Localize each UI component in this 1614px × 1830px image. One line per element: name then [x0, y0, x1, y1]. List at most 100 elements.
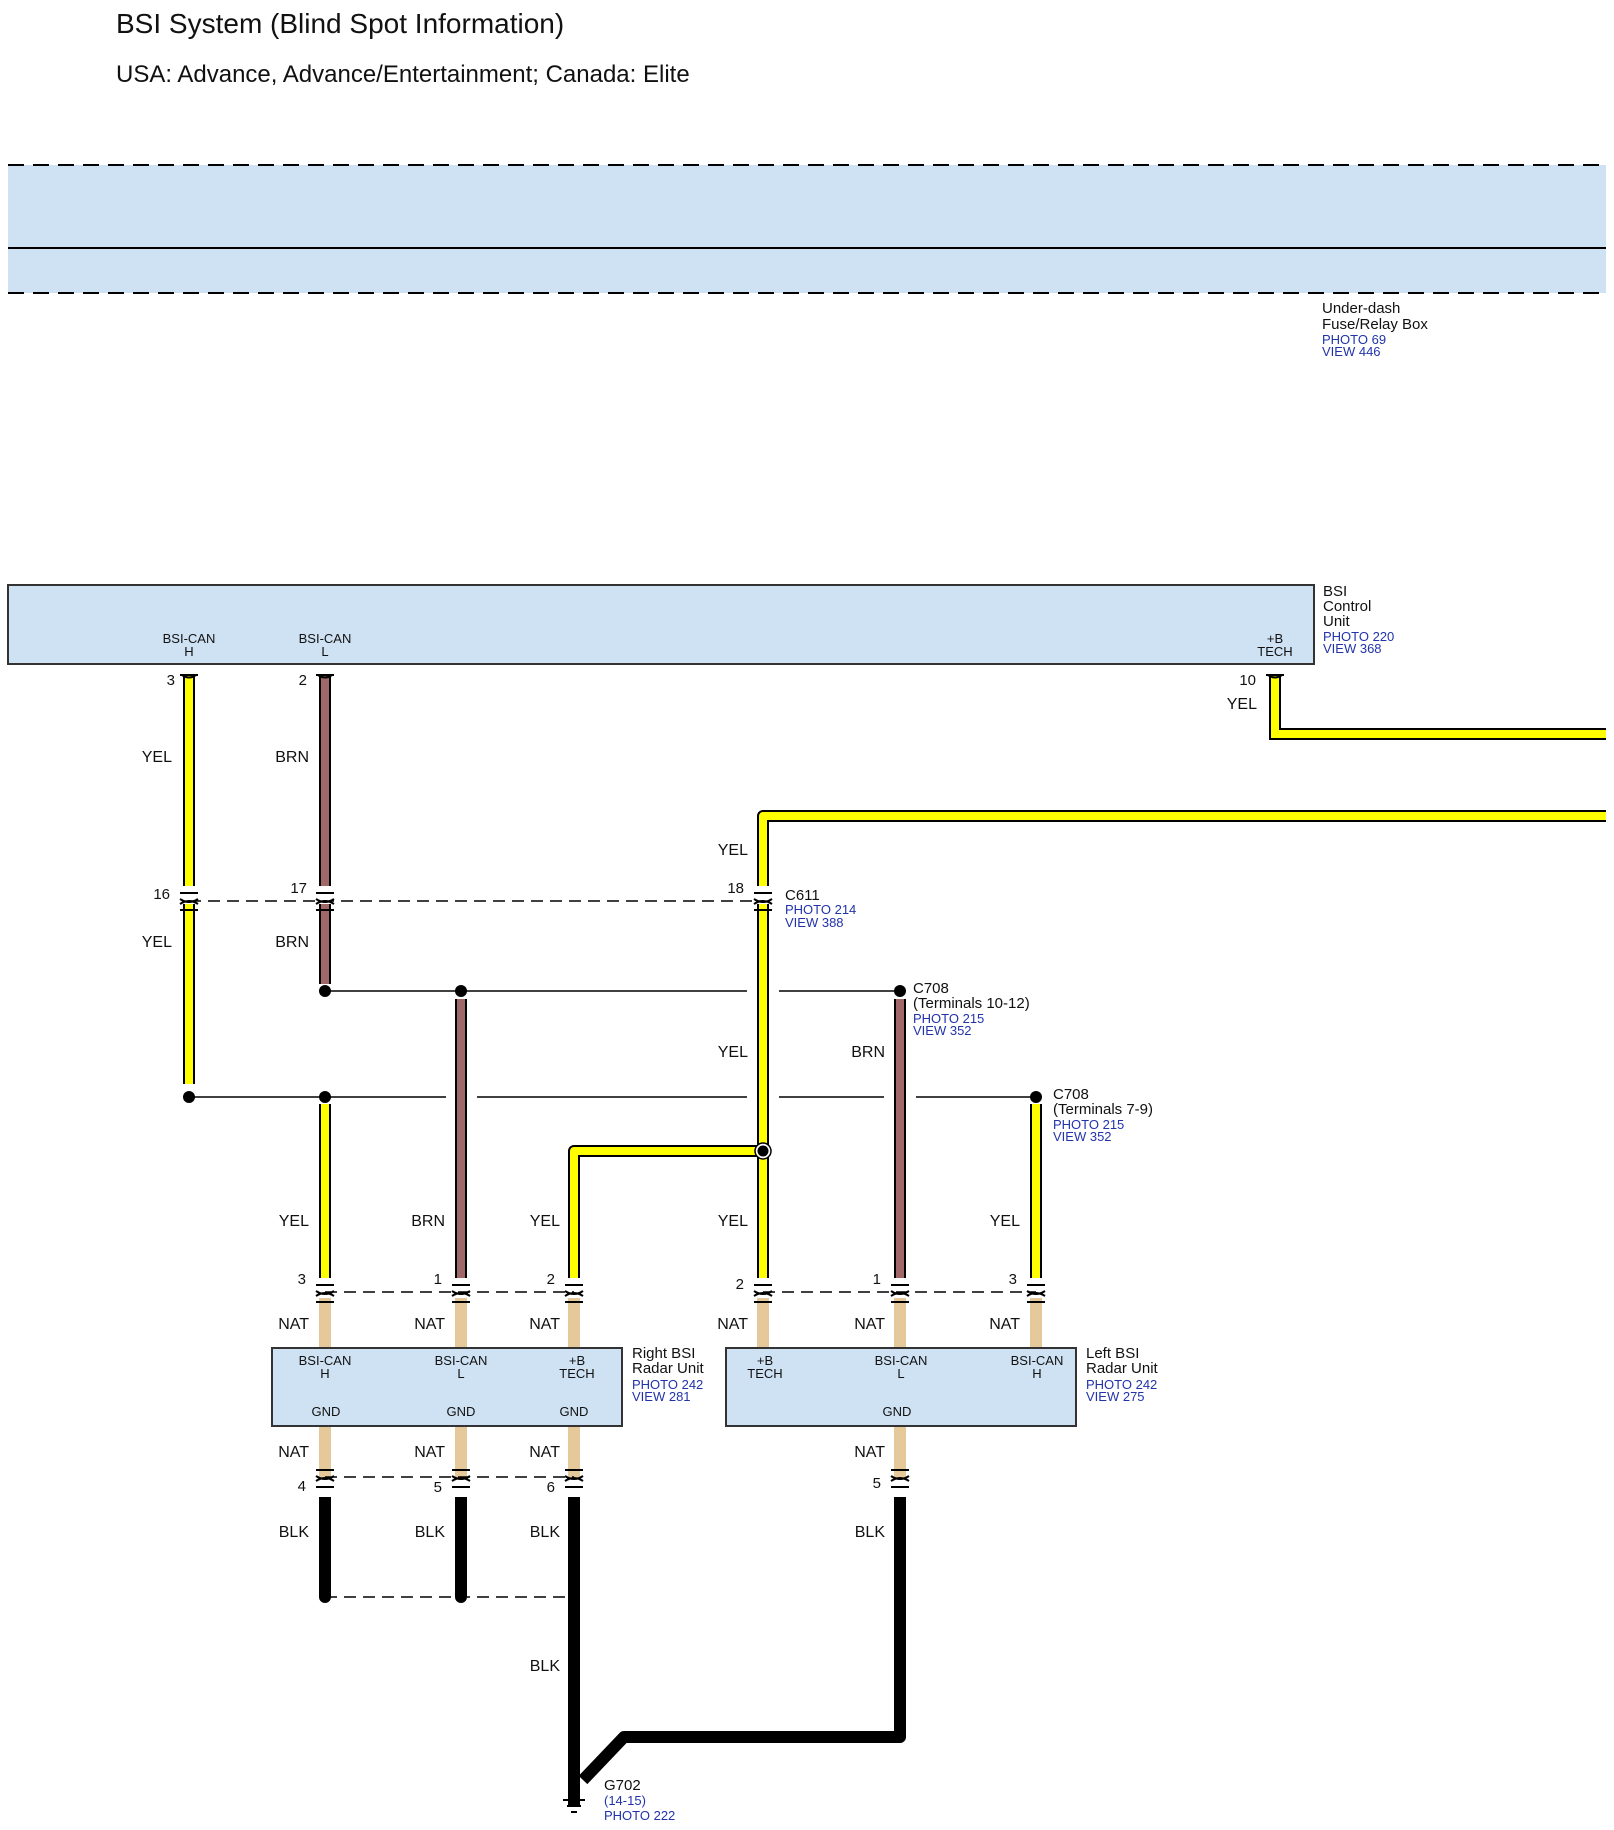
lr-pin-label-can-l-2: L — [897, 1366, 904, 1381]
page-title: BSI System (Blind Spot Information) — [116, 8, 564, 39]
cu-pin-label-bsi-can-h-2: H — [184, 644, 193, 659]
wire-label: NAT — [854, 1444, 885, 1461]
c708a-photo-ref[interactable]: PHOTO 215 — [913, 1011, 984, 1026]
bus-lines — [189, 990, 1036, 1098]
cu-pin-label-bsi-can-l-1: BSI-CAN — [299, 631, 352, 646]
wire-label: BLK — [855, 1524, 886, 1541]
wire-label: YEL — [279, 1213, 309, 1230]
wire-label: BLK — [530, 1524, 561, 1541]
c708b-view-ref[interactable]: VIEW 352 — [1053, 1129, 1112, 1144]
wire-label: BRN — [275, 934, 309, 951]
left-radar-view-ref[interactable]: VIEW 275 — [1086, 1389, 1145, 1404]
pin-number: 3 — [167, 672, 175, 689]
wire-label: NAT — [529, 1316, 560, 1333]
wire-yel-b-tech-feed — [757, 810, 1606, 1278]
wire-label: NAT — [278, 1444, 309, 1461]
wire-label: YEL — [142, 934, 172, 951]
rr-gnd-label-1: GND — [312, 1404, 341, 1419]
pin-number: 1 — [434, 1271, 442, 1288]
wire-label: BRN — [275, 749, 309, 766]
c611-photo-ref[interactable]: PHOTO 214 — [785, 902, 856, 917]
pin-number: 3 — [298, 1271, 306, 1288]
connector-symbols — [179, 674, 1284, 1488]
cu-pin-label-bsi-can-h-1: BSI-CAN — [163, 631, 216, 646]
fuse-box-name-line-2: Fuse/Relay Box — [1322, 316, 1428, 333]
splice-dot-b-tech-center — [757, 1145, 769, 1157]
wire-label: NAT — [414, 1316, 445, 1333]
rr-pin-label-b-tech-2: TECH — [559, 1366, 594, 1381]
right-radar-view-ref[interactable]: VIEW 281 — [632, 1389, 691, 1404]
fuse-box-name-line-1: Under-dash — [1322, 300, 1400, 317]
right-radar-photo-ref[interactable]: PHOTO 242 — [632, 1377, 703, 1392]
wire-label: NAT — [854, 1316, 885, 1333]
wire-label: YEL — [990, 1213, 1020, 1230]
pin-number: 1 — [873, 1271, 881, 1288]
lr-pin-label-can-l-1: BSI-CAN — [875, 1353, 928, 1368]
g702-photo-ref[interactable]: PHOTO 222 — [604, 1808, 675, 1823]
wire-label: BRN — [851, 1044, 885, 1061]
wire-label: YEL — [718, 842, 748, 859]
rr-pin-label-can-l-1: BSI-CAN — [435, 1353, 488, 1368]
pin-numbers: 3 2 10 16 17 18 3 1 2 2 1 3 4 5 6 5 — [153, 672, 1256, 1496]
wire-yel-b-tech-cu — [1269, 676, 1606, 740]
wire-label: NAT — [989, 1316, 1020, 1333]
lr-pin-label-can-h-2: H — [1032, 1366, 1041, 1381]
wire-label: BLK — [415, 1524, 446, 1541]
wire-label: YEL — [1227, 696, 1257, 713]
pin-number: 16 — [153, 886, 170, 903]
control-unit-view-ref[interactable]: VIEW 368 — [1323, 641, 1382, 656]
pin-number: 2 — [736, 1276, 744, 1293]
right-bsi-radar-unit[interactable] — [271, 1347, 623, 1427]
wire-yel-b-tech-right-radar — [568, 1145, 763, 1278]
wire-label: BLK — [279, 1524, 310, 1541]
cu-pin-label-bsi-can-l-2: L — [321, 644, 328, 659]
rr-pin-label-b-tech-1: +B — [569, 1353, 585, 1368]
left-radar-name-line-1: Left BSI — [1086, 1345, 1139, 1362]
rr-gnd-label-3: GND — [560, 1404, 589, 1419]
rr-pin-label-can-l-2: L — [457, 1366, 464, 1381]
c708b-name-line-2: (Terminals 7-9) — [1053, 1101, 1153, 1118]
pin-number: 10 — [1239, 672, 1256, 689]
fuse-relay-box[interactable] — [8, 164, 1606, 294]
wire-blk-grounds — [319, 1497, 906, 1805]
c708a-name-line-1: C708 — [913, 980, 949, 997]
nat-pigtails — [319, 1298, 1042, 1479]
rr-pin-label-can-h-2: H — [320, 1366, 329, 1381]
c708b-photo-ref[interactable]: PHOTO 215 — [1053, 1117, 1124, 1132]
control-unit-name-line-1: BSI — [1323, 583, 1347, 600]
page-subtitle: USA: Advance, Advance/Entertainment; Can… — [116, 61, 690, 88]
fuse-box-view-ref[interactable]: VIEW 446 — [1322, 344, 1381, 359]
control-unit-photo-ref[interactable]: PHOTO 220 — [1323, 629, 1394, 644]
left-radar-photo-ref[interactable]: PHOTO 242 — [1086, 1377, 1157, 1392]
c708b-name-line-1: C708 — [1053, 1086, 1089, 1103]
pin-number: 5 — [434, 1479, 442, 1496]
bsi-control-unit[interactable] — [7, 584, 1315, 665]
wire-label: BRN — [411, 1213, 445, 1230]
lr-pin-label-b-tech-2: TECH — [747, 1366, 782, 1381]
wire-color-labels: YEL YEL BRN BRN YEL YEL YEL BRN YEL BRN … — [142, 696, 1257, 1675]
lr-gnd-label: GND — [883, 1404, 912, 1419]
pin-number: 4 — [298, 1478, 306, 1495]
wire-label: YEL — [530, 1213, 560, 1230]
splice-dots — [183, 985, 1042, 1603]
wire-label: NAT — [414, 1444, 445, 1461]
c611-name: C611 — [785, 887, 820, 904]
ground-symbol — [563, 1781, 585, 1813]
cu-pin-label-b-tech-2: TECH — [1257, 644, 1292, 659]
fuse-box-photo-ref[interactable]: PHOTO 69 — [1322, 332, 1386, 347]
c611-view-ref[interactable]: VIEW 388 — [785, 915, 844, 930]
wire-label: YEL — [718, 1213, 748, 1230]
c708a-view-ref[interactable]: VIEW 352 — [913, 1023, 972, 1038]
g702-terminals: (14-15) — [604, 1793, 646, 1808]
rr-gnd-label-2: GND — [447, 1404, 476, 1419]
pin-number: 18 — [727, 880, 744, 897]
pin-number: 5 — [873, 1475, 881, 1492]
pin-number: 6 — [547, 1479, 555, 1496]
right-radar-name-line-1: Right BSI — [632, 1345, 695, 1362]
lr-pin-label-b-tech-1: +B — [757, 1353, 773, 1368]
wire-label: NAT — [717, 1316, 748, 1333]
pin-number: 2 — [299, 672, 307, 689]
control-unit-name-line-2: Control — [1323, 598, 1371, 615]
left-bsi-radar-unit[interactable] — [725, 1347, 1077, 1427]
wire-label: NAT — [278, 1316, 309, 1333]
